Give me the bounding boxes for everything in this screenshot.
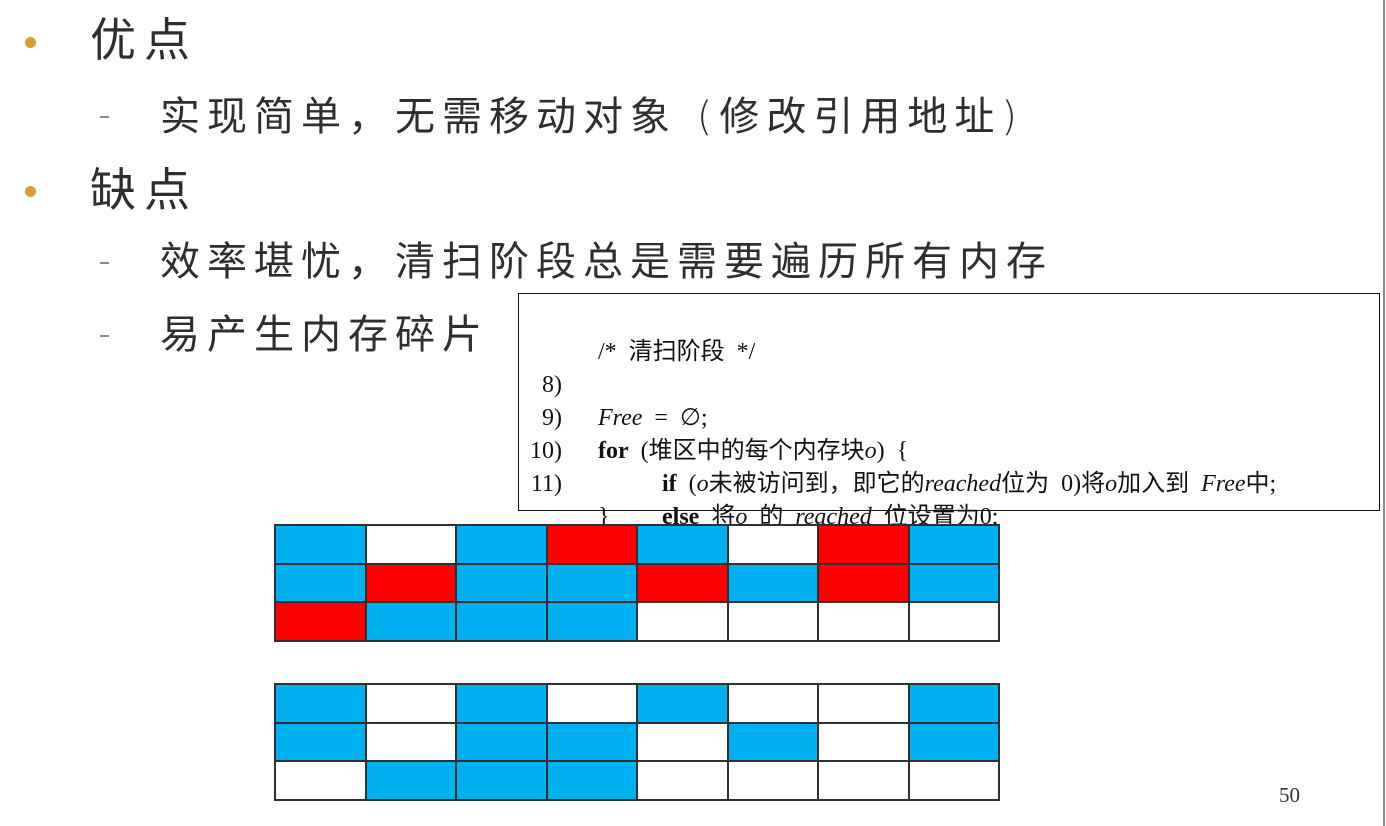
heap-block-cell: [909, 564, 1000, 604]
heap-block-cell: [819, 564, 910, 604]
heap-block-cell: [366, 526, 457, 565]
code-text-segment: 位为 0)将: [1001, 471, 1106, 497]
code-statement: Free = ∅;: [598, 402, 708, 435]
heap-block-cell: [547, 526, 638, 565]
heap-block-cell: [457, 723, 548, 763]
line-number: 9): [542, 405, 562, 431]
heading-disadvantages: 缺点: [90, 163, 198, 217]
heap-block-cell: [276, 762, 367, 801]
sub-bullet-dash: [100, 116, 109, 118]
heap-block-cell: [638, 603, 729, 642]
heap-block-cell: [547, 603, 638, 642]
heap-block-cell: [547, 723, 638, 763]
heading-advantages: 优点: [90, 13, 198, 67]
code-text-segment: (: [676, 471, 697, 497]
code-text-segment: (堆区中的每个内存块: [628, 438, 865, 464]
heap-block-cell: [457, 762, 548, 801]
bullet-dot: [25, 37, 36, 48]
code-closing-brace: }: [598, 504, 610, 530]
heap-block-cell: [909, 603, 1000, 642]
code-text-segment: = ∅;: [642, 405, 708, 431]
heap-block-cell: [728, 762, 819, 801]
code-line: 10) if (o未被访问到，即它的reached位为 0)将o加入到 Free…: [519, 402, 1379, 497]
heap-block-cell: [728, 564, 819, 604]
heap-block-cell: [547, 564, 638, 604]
code-line: 9) for (堆区中的每个内存块o) {: [519, 369, 1379, 464]
heap-block-cell: [366, 685, 457, 724]
heap-block-cell: [909, 762, 1000, 801]
sub-bullet-dash: [100, 262, 109, 264]
code-comment: /* 清扫阶段 */: [598, 339, 756, 365]
heap-block-cell: [909, 685, 1000, 724]
heap-block-cell: [366, 762, 457, 801]
disadvantage-item: 易产生内存碎片: [160, 312, 489, 358]
heap-block-cell: [366, 564, 457, 604]
line-number: 8): [542, 372, 562, 398]
heap-block-cell: [909, 723, 1000, 763]
heap-block-cell: [457, 603, 548, 642]
heap-block-cell: [366, 723, 457, 763]
right-edge-line: [1383, 0, 1385, 826]
disadvantage-item: 效率堪忧，清扫阶段总是需要遍历所有内存: [160, 239, 1053, 285]
heap-block-cell: [276, 526, 367, 565]
code-statement: if (o未被访问到，即它的reached位为 0)将o加入到 Free中;: [662, 468, 1276, 501]
heap-block-cell: [457, 526, 548, 565]
code-variable: o: [735, 504, 748, 530]
line-number: 11): [530, 471, 562, 497]
code-variable: Free: [1201, 471, 1246, 497]
advantage-item: 实现简单，无需移动对象 (修改引用地址): [160, 94, 1024, 140]
heap-grid-before-sweep: [274, 524, 1000, 642]
code-text-segment: 加入到: [1117, 471, 1202, 497]
heap-block-cell: [366, 603, 457, 642]
heap-block-cell: [819, 685, 910, 724]
heap-block-cell: [276, 723, 367, 763]
heap-block-cell: [819, 603, 910, 642]
heap-block-cell: [547, 762, 638, 801]
heap-block-cell: [909, 526, 1000, 565]
heap-block-cell: [819, 762, 910, 801]
heap-block-cell: [638, 526, 729, 565]
heap-block-cell: [728, 603, 819, 642]
heap-block-cell: [728, 723, 819, 763]
bullet-dot: [25, 186, 36, 197]
heap-block-cell: [819, 526, 910, 565]
heap-block-cell: [638, 723, 729, 763]
heap-block-cell: [276, 685, 367, 724]
sweep-code-box: /* 清扫阶段 */ 8) Free = ∅; 9) for (堆区中的每个内存…: [518, 293, 1380, 530]
heap-block-cell: [728, 526, 819, 565]
heap-block-cell: [638, 762, 729, 801]
line-number: 10): [530, 438, 562, 464]
code-line: 8) Free = ∅;: [519, 336, 1379, 431]
code-line: 11) else 将o 的 reached 位设置为0;: [519, 435, 1379, 530]
heap-block-cell: [276, 564, 367, 604]
code-keyword: if: [662, 471, 677, 497]
heap-block-cell: [457, 685, 548, 724]
heap-block-cell: [547, 685, 638, 724]
code-text-segment: 中;: [1245, 471, 1277, 497]
code-variable: Free: [598, 405, 643, 431]
code-variable: o: [696, 471, 709, 497]
sub-bullet-dash: [100, 335, 109, 337]
heap-block-cell: [638, 564, 729, 604]
heap-block-cell: [638, 685, 729, 724]
code-line-comment: /* 清扫阶段 */: [519, 303, 1379, 365]
heap-block-cell: [276, 603, 367, 642]
code-text-segment: 未被访问到，即它的: [708, 471, 925, 497]
heap-block-cell: [457, 564, 548, 604]
heap-grid-after-sweep: [274, 683, 1000, 801]
code-line-closing: }: [519, 468, 1379, 530]
code-variable: o: [1105, 471, 1118, 497]
page-number: 50: [1279, 783, 1300, 807]
heap-block-cell: [728, 685, 819, 724]
code-statement: for (堆区中的每个内存块o) {: [598, 435, 908, 468]
code-variable: o: [864, 438, 877, 464]
code-text-segment: ) {: [876, 438, 909, 464]
heap-block-cell: [819, 723, 910, 763]
code-variable: reached: [924, 471, 1002, 497]
code-keyword: for: [598, 438, 629, 464]
